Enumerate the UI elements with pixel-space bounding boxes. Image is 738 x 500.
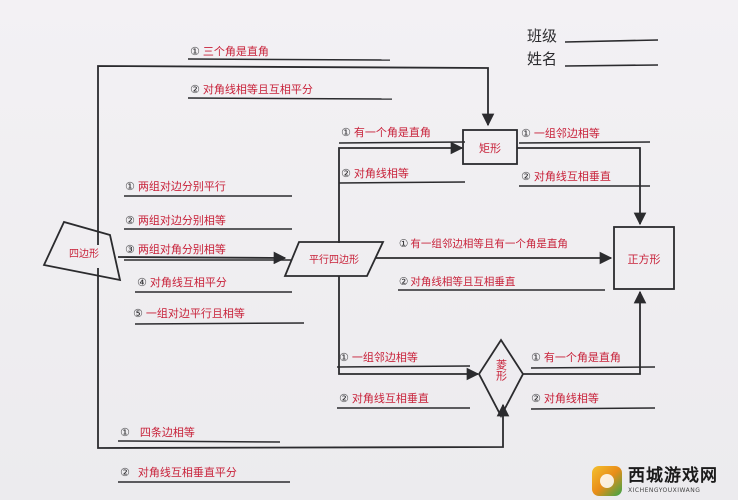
connectors — [97, 65, 647, 449]
condition-num: ① — [399, 238, 408, 250]
condition-num: ② — [125, 214, 135, 227]
condition-text: 一组邻边相等 — [534, 126, 600, 140]
quadrilateral-shape — [42, 220, 122, 282]
rhombus-shape — [477, 338, 525, 418]
square-shape — [613, 226, 675, 290]
condition-num: ② — [190, 83, 200, 96]
para-to-rhombus-path — [338, 276, 480, 381]
answer-lines — [117, 58, 656, 483]
parallelogram-shape — [283, 241, 385, 277]
node-rectangle: 矩形 — [462, 129, 518, 165]
condition-num: ① — [531, 351, 541, 364]
node-quadrilateral: 四边形 — [42, 220, 122, 282]
condition-text: 有一个角是直角 — [544, 350, 621, 364]
condition-text: 对角线相等 — [354, 166, 409, 180]
quadrilateral-label: 四边形 — [69, 248, 99, 260]
condition-text: 一组对边平行且相等 — [146, 306, 245, 320]
condition-text: 对角线互相垂直平分 — [138, 465, 237, 479]
condition-text: 对角线互相垂直 — [534, 169, 611, 183]
quad-to-rectangle-path — [97, 65, 495, 245]
condition-text: 四条边相等 — [140, 425, 195, 439]
condition-text: 两组对边分别平行 — [138, 179, 226, 193]
condition-text: 对角线相等且互相平分 — [203, 82, 313, 96]
square-label: 正方形 — [628, 252, 661, 266]
name-label: 姓名 — [527, 50, 557, 68]
rectangle-label: 矩形 — [479, 142, 501, 155]
condition-text: 三个角是直角 — [203, 44, 269, 58]
condition-num: ④ — [137, 276, 147, 289]
condition-num: ② — [341, 167, 351, 180]
condition-num: ① — [339, 351, 349, 364]
condition-text: 对角线相等且互相垂直 — [410, 275, 515, 288]
class-underline — [564, 39, 659, 43]
quad-to-rhombus-path — [97, 268, 510, 449]
condition-text: 对角线互相平分 — [150, 275, 227, 289]
node-square: 正方形 — [613, 226, 675, 290]
condition-num: ① — [521, 127, 531, 140]
name-underline — [564, 64, 659, 67]
condition-num: ① — [125, 180, 135, 193]
condition-num: ① — [120, 426, 130, 439]
condition-num: ② — [399, 276, 408, 288]
class-label: 班级 — [527, 27, 557, 45]
node-rhombus: 菱形 — [477, 338, 525, 418]
parallelogram-label: 平行四边形 — [309, 253, 359, 266]
node-parallelogram: 平行四边形 — [283, 241, 385, 277]
condition-num: ② — [531, 392, 541, 405]
condition-num: ① — [341, 126, 351, 139]
condition-text: 一组邻边相等 — [352, 350, 418, 364]
rhombus-to-square-path — [523, 290, 647, 375]
condition-text: 对角线相等 — [544, 391, 599, 405]
logo-icon — [592, 465, 622, 496]
condition-num: ⑤ — [133, 307, 143, 320]
condition-num: ② — [339, 392, 349, 405]
watermark-name: 西城游戏网 — [628, 465, 718, 486]
condition-text: 两组对角分别相等 — [138, 242, 226, 256]
watermark-logo: 西城游戏网 XICHENGYOUXIWANG — [592, 461, 738, 500]
header: 班级 姓名 — [527, 27, 659, 68]
rectangle-to-square-path — [517, 147, 647, 226]
condition-num: ③ — [125, 243, 135, 256]
watermark-url: XICHENGYOUXIWANG — [628, 486, 701, 494]
rhombus-label: 菱形 — [495, 359, 508, 382]
condition-num: ① — [190, 45, 200, 58]
condition-text: 对角线互相垂直 — [352, 391, 429, 405]
condition-num: ② — [521, 170, 531, 183]
condition-num: ② — [120, 466, 130, 479]
condition-text: 两组对边分别相等 — [138, 213, 226, 227]
rectangle-shape — [462, 129, 518, 165]
condition-text: 有一组邻边相等且有一个角是直角 — [410, 237, 568, 250]
condition-text: 有一个角是直角 — [354, 125, 431, 139]
quad-to-para-path — [117, 251, 287, 265]
para-to-rectangle-path — [338, 141, 464, 243]
